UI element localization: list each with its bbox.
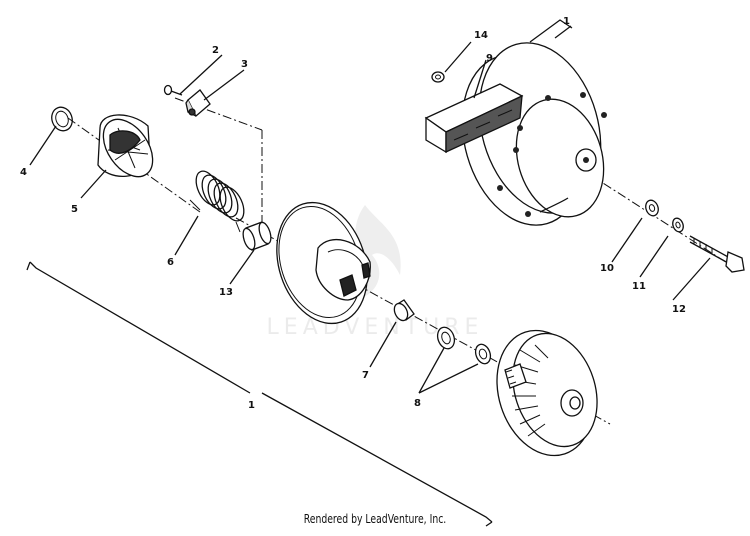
leader-lines — [29, 25, 711, 394]
part-7-spacer — [393, 299, 415, 322]
callout-1-bottom: 1 — [248, 400, 255, 411]
callout-7: 7 — [362, 370, 369, 381]
callout-5: 5 — [71, 204, 78, 215]
callout-10: 10 — [600, 263, 614, 274]
callout-8: 8 — [414, 398, 421, 409]
callout-4: 4 — [20, 167, 27, 178]
part-11-lockwasher — [672, 217, 684, 233]
movable-sheave — [276, 201, 371, 325]
render-credit: Rendered by LeadVenture, Inc. — [303, 512, 447, 526]
fixed-sheave — [496, 329, 598, 457]
part-5-cam — [97, 114, 154, 178]
callout-12: 12 — [672, 304, 686, 315]
part-8-washers — [436, 326, 492, 365]
assembly-bracket — [26, 261, 493, 527]
callout-13: 13 — [219, 287, 233, 298]
callout-1-top: 1 — [563, 16, 570, 27]
callout-11: 11 — [632, 281, 646, 292]
part-9-belt — [424, 83, 524, 154]
part-4-retaining-ring — [51, 106, 73, 132]
callout-6: 6 — [167, 257, 174, 268]
callout-9: 9 — [486, 53, 493, 64]
callout-3: 3 — [241, 59, 248, 70]
callout-2: 2 — [212, 45, 219, 56]
part-10-washer — [645, 199, 659, 217]
part-14-washer — [431, 71, 445, 83]
part-12-bolt — [689, 235, 745, 273]
part-3-weight — [185, 89, 211, 118]
callouts: 1 2 3 4 5 6 13 7 8 1 9 14 10 11 12 — [20, 16, 686, 411]
part-13-bushing — [242, 221, 272, 251]
part-2-pin — [163, 84, 183, 96]
part-6-spring — [189, 170, 245, 233]
callout-14: 14 — [474, 30, 488, 41]
